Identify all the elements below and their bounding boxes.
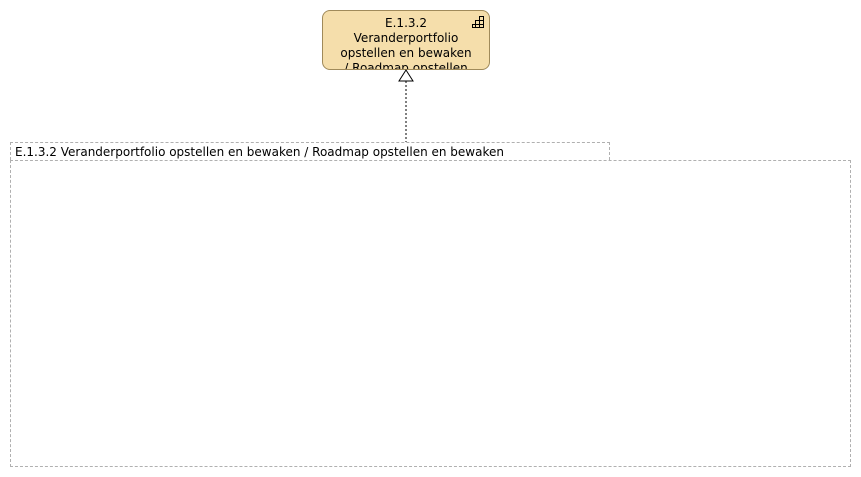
- element-name-line-2: opstellen en bewaken: [340, 46, 472, 60]
- business-function-icon: [472, 16, 484, 28]
- element-name-line-1: Veranderportfolio: [353, 31, 459, 45]
- group-label: E.1.3.2 Veranderportfolio opstellen en b…: [15, 145, 504, 159]
- group-container[interactable]: [10, 160, 851, 467]
- element-name-line-3: / Roadmap opstellen: [344, 61, 468, 70]
- hollow-triangle-arrowhead-icon: [398, 69, 414, 82]
- group-label-tab[interactable]: E.1.3.2 Veranderportfolio opstellen en b…: [10, 142, 610, 160]
- business-element-box[interactable]: E.1.3.2 Veranderportfolio opstellen en b…: [322, 10, 490, 70]
- element-code: E.1.3.2: [385, 16, 427, 30]
